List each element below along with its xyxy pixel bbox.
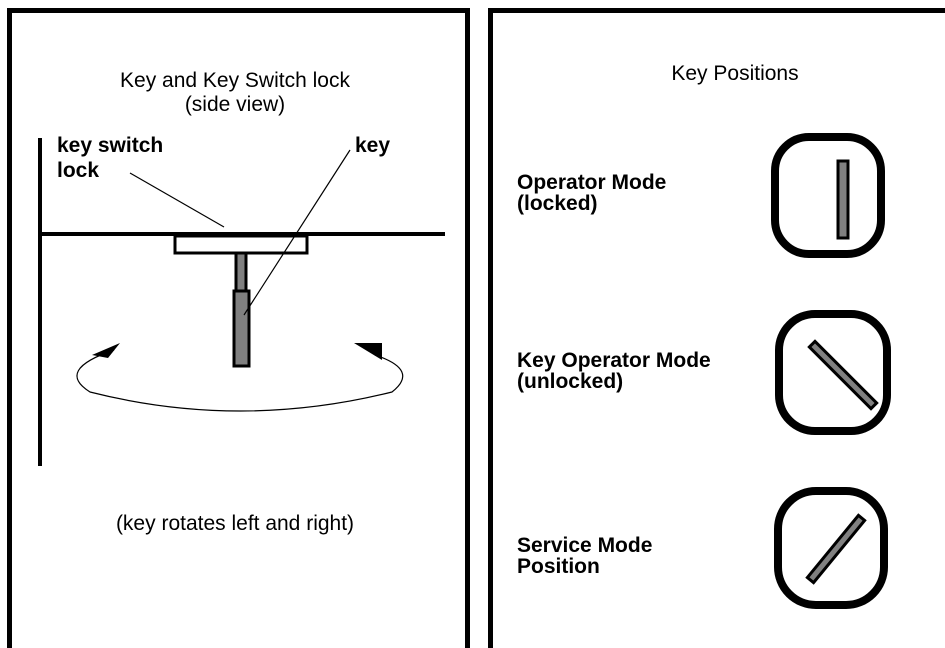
key-slot-vertical — [836, 159, 850, 240]
rotation-arrowhead-left — [92, 343, 120, 358]
operator-mode-state: (locked) — [517, 192, 598, 215]
key-operator-mode-label: Key Operator Mode — [517, 349, 711, 372]
side-view-subtitle: (side view) — [184, 93, 286, 116]
service-mode-label: Service Mode — [517, 534, 653, 557]
diagram-drawing — [38, 133, 891, 609]
key-label: key — [355, 134, 391, 157]
key-switch-lock-body — [173, 234, 309, 255]
key-shaft — [234, 251, 248, 293]
key-body — [232, 289, 251, 368]
dial-key-operator-mode — [775, 310, 891, 435]
key-leader-line — [243, 149, 351, 316]
rotation-arrowhead-right — [354, 343, 382, 360]
service-mode-position: Position — [517, 555, 600, 578]
dial-operator-mode — [771, 133, 885, 258]
key-positions-title: Key Positions — [671, 62, 799, 85]
key-operator-mode-state: (unlocked) — [517, 370, 624, 393]
switch-lock-leader-line — [129, 172, 225, 228]
rotation-caption: (key rotates left and right) — [115, 512, 355, 535]
dial-service-mode — [774, 487, 888, 609]
side-view-title: Key and Key Switch lock — [120, 69, 350, 92]
key-switch-lock-label-line1: key switch — [57, 134, 164, 157]
rotation-arrow-path — [76, 349, 404, 412]
operator-mode-label: Operator Mode — [517, 171, 667, 194]
key-switch-lock-label-line2: lock — [57, 159, 100, 182]
